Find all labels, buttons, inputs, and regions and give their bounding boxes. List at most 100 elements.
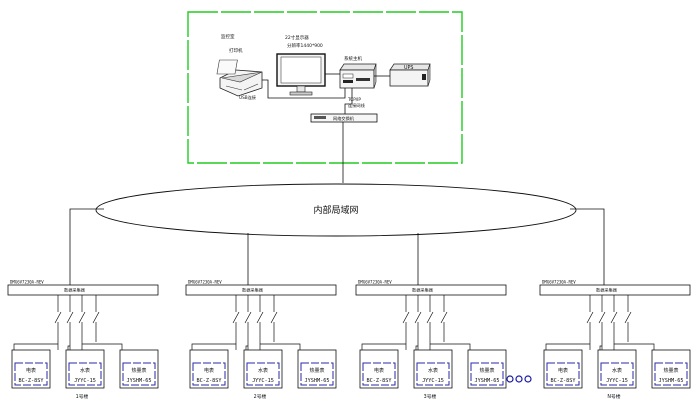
switch-break <box>426 311 434 324</box>
building-caption: 3号楼 <box>424 393 437 400</box>
meter-inner-box <box>362 362 396 386</box>
meter-type: 电表 <box>26 367 36 374</box>
meter-model: BC-Z-8SY <box>197 378 223 384</box>
switch-break <box>244 311 252 324</box>
switch-break <box>232 311 240 324</box>
building-caption: N号楼 <box>607 393 620 400</box>
meter-inner-box <box>300 362 334 386</box>
building-caption: 1号楼 <box>76 393 89 400</box>
meter-link <box>13 343 58 350</box>
switch-break <box>624 311 632 324</box>
meter-link <box>614 343 655 350</box>
switch-label: 网络交换机 <box>333 115 355 122</box>
tcpip-label: TCP/IP <box>347 97 361 102</box>
usb-label: USB连接 <box>239 94 257 101</box>
host-label: 系统主机 <box>344 55 362 62</box>
meter-link <box>545 343 590 350</box>
meter-link <box>361 343 406 350</box>
lan-drops <box>69 208 605 285</box>
collector-label: 数据采集器 <box>242 287 264 294</box>
switch-break <box>414 311 422 324</box>
meter-link <box>599 345 602 350</box>
collector-bar <box>355 284 507 296</box>
collector-label: 数据采集器 <box>412 287 434 294</box>
meter-model: JYSHM-65 <box>305 378 330 384</box>
printer-label: 打印机 <box>229 47 243 54</box>
control-room-links <box>262 73 390 114</box>
ellipsis-icon <box>506 375 532 383</box>
collector-label: 数据采集器 <box>596 287 618 294</box>
meter-type: 电表 <box>558 367 568 374</box>
meter-model: BC-Z-8SY <box>19 378 45 384</box>
monitor-label: 22寸显示器 <box>285 34 309 41</box>
meter-type: 水表 <box>80 367 90 374</box>
meter-inner-box <box>122 362 156 386</box>
meter-model: JYYC-15 <box>422 378 444 384</box>
building-group: DMG6V7230A-REV数据采集器电表BC-Z-8SY水表JYYC-15热量… <box>7 280 159 400</box>
collector-model: DMG6V7230A-REV <box>542 280 576 285</box>
meter-model: JYYC-15 <box>74 378 96 384</box>
switch-port-led <box>314 116 326 119</box>
meter-model: JYSHM-65 <box>475 378 500 384</box>
meter-type: 水表 <box>428 367 438 374</box>
meter-type: 电表 <box>204 367 214 374</box>
building-caption: 2号楼 <box>254 393 267 400</box>
control-room-boundary <box>187 11 463 164</box>
meter-type: 热量表 <box>479 367 494 374</box>
meter-link <box>67 345 70 350</box>
collector-bar <box>7 284 159 296</box>
collector-bar <box>185 284 337 296</box>
cable-label: 连接网线 <box>348 102 366 109</box>
meter-inner-box <box>546 362 580 386</box>
switch-break <box>402 311 410 324</box>
collector-label: 数据采集器 <box>64 287 86 294</box>
meter-link <box>260 343 301 350</box>
switch-break <box>610 311 618 324</box>
meter-model: JYYC-15 <box>606 378 628 384</box>
collector-model: DMG6V7230A-REV <box>358 280 392 285</box>
meter-inner-box <box>416 362 450 386</box>
meter-inner-box <box>654 362 688 386</box>
switch-break <box>270 311 278 324</box>
switch-break <box>54 311 62 324</box>
meter-model: JYYC-15 <box>252 378 274 384</box>
monitor-icon <box>276 53 326 96</box>
meter-inner-box <box>192 362 226 386</box>
collector-model: DMG6V7230A-REV <box>188 280 222 285</box>
meter-inner-box <box>600 362 634 386</box>
meter-model: BC-Z-8SY <box>551 378 577 384</box>
meter-type: 水表 <box>258 367 268 374</box>
meter-inner-box <box>68 362 102 386</box>
lan-label: 内部局域网 <box>313 204 358 216</box>
host-computer-icon <box>339 63 377 89</box>
collector-model: DMG6V7230A-REV <box>10 280 44 285</box>
meter-type: 水表 <box>612 367 622 374</box>
ups-icon <box>389 63 431 87</box>
meter-link <box>430 343 471 350</box>
monitor-resolution: 分辨率1440*900 <box>287 42 323 49</box>
control-room-label: 监控室 <box>221 33 235 40</box>
meter-inner-box <box>14 362 48 386</box>
switch-break <box>66 311 74 324</box>
meter-model: JYSHM-65 <box>659 378 684 384</box>
printer-icon <box>216 59 263 97</box>
switch-break <box>440 311 448 324</box>
meter-link <box>415 345 418 350</box>
meter-type: 电表 <box>374 367 384 374</box>
ups-label: UPS <box>404 65 413 71</box>
meter-type: 热量表 <box>309 367 324 374</box>
collector-bar <box>539 284 691 296</box>
meter-model: BC-Z-8SY <box>367 378 393 384</box>
meter-inner-box <box>470 362 504 386</box>
meter-model: JYSHM-65 <box>127 378 152 384</box>
meter-inner-box <box>246 362 280 386</box>
meter-link <box>191 343 236 350</box>
switch-break <box>92 311 100 324</box>
meter-type: 热量表 <box>663 367 678 374</box>
switch-break <box>256 311 264 324</box>
